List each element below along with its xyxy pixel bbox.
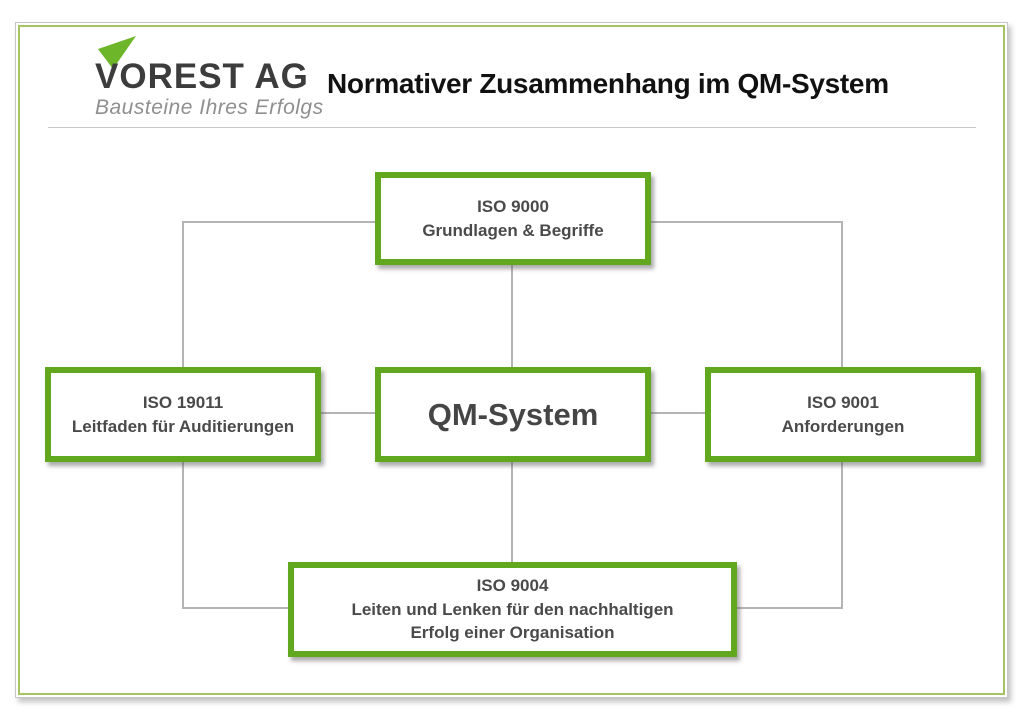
node-qm-system: QM-System bbox=[375, 367, 651, 462]
connector-left-upper-vertical bbox=[182, 221, 184, 367]
connector-center-left-horizontal bbox=[320, 412, 375, 414]
node-title: ISO 19011 bbox=[142, 392, 224, 412]
node-iso-9004: ISO 9004 Leiten und Lenken für den nachh… bbox=[288, 562, 737, 657]
connector-top-left-horizontal bbox=[183, 221, 375, 223]
connector-bottom-right-horizontal bbox=[737, 607, 843, 609]
brand-tagline: Bausteine Ihres Erfolgs bbox=[95, 96, 324, 119]
qm-system-label: QM-System bbox=[427, 396, 599, 432]
connector-center-right-horizontal bbox=[650, 412, 705, 414]
header-divider bbox=[48, 127, 976, 128]
page-title: Normativer Zusammenhang im QM-System bbox=[327, 68, 889, 99]
connector-left-lower-vertical bbox=[182, 462, 184, 609]
node-subtitle: Anforderungen bbox=[781, 416, 905, 436]
vorest-logo-text: VOREST AG bbox=[95, 57, 309, 96]
connector-bottom-left-horizontal bbox=[182, 607, 288, 609]
node-subtitle-line1: Leiten und Lenken für den nachhaltigen bbox=[351, 599, 674, 619]
node-subtitle: Grundlagen & Begriffe bbox=[422, 220, 604, 240]
node-iso-9001: ISO 9001 Anforderungen bbox=[705, 367, 981, 462]
node-iso-9000: ISO 9000 Grundlagen & Begriffe bbox=[375, 172, 651, 265]
node-iso-19011: ISO 19011 Leitfaden für Auditierungen bbox=[45, 367, 321, 462]
connector-center-lower-vertical bbox=[511, 462, 513, 562]
node-title: ISO 9001 bbox=[807, 392, 879, 412]
vorest-logo-arrow-icon bbox=[98, 36, 136, 69]
node-subtitle: Leitfaden für Auditierungen bbox=[71, 416, 295, 436]
connector-right-upper-vertical bbox=[841, 221, 843, 367]
node-subtitle-line2: Erfolg einer Organisation bbox=[410, 623, 615, 643]
connector-top-right-horizontal bbox=[650, 221, 842, 223]
node-title: ISO 9004 bbox=[476, 575, 549, 595]
connector-center-upper-vertical bbox=[511, 265, 513, 367]
node-title: ISO 9000 bbox=[477, 196, 549, 216]
connector-right-lower-vertical bbox=[841, 462, 843, 609]
